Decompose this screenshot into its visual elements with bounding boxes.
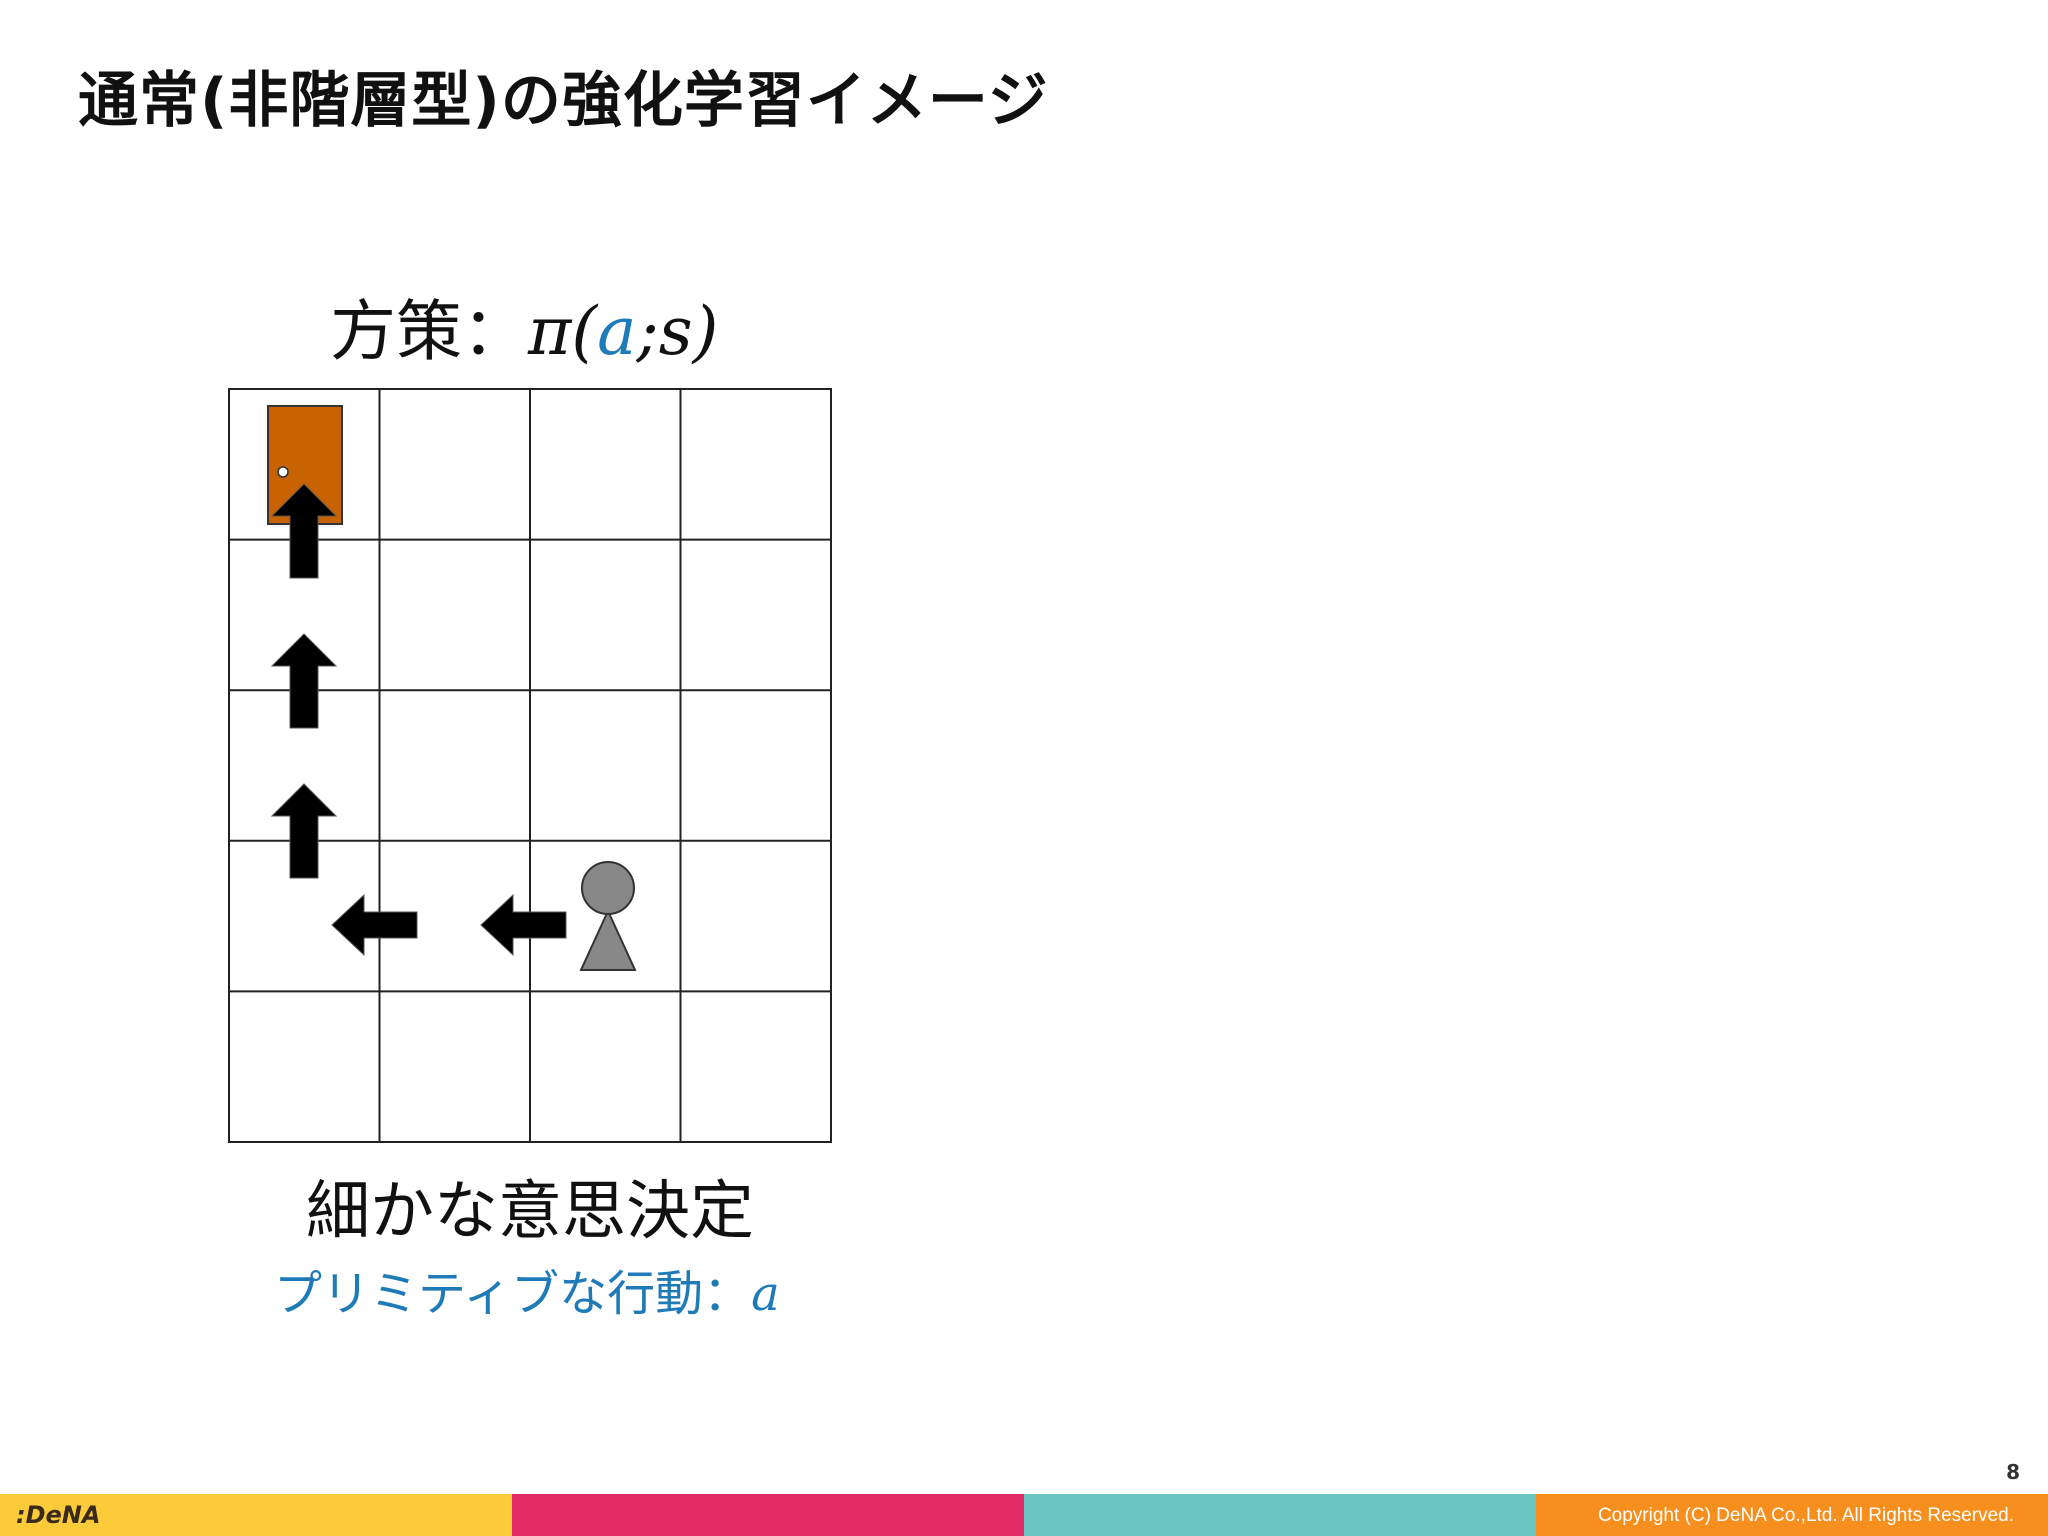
arrow-left-icon [480, 893, 567, 957]
footer-bar: :DeNA Copyright (C) DeNA Co.,Ltd. All Ri… [0, 1494, 2048, 1536]
policy-prefix: 方策： [330, 293, 528, 370]
footer-segment-orange: Copyright (C) DeNA Co.,Ltd. All Rights R… [1536, 1494, 2048, 1536]
policy-state-var: s [658, 293, 693, 370]
footer-segment-pink [512, 1494, 1024, 1536]
policy-action-var: a [597, 293, 637, 370]
policy-close: ) [692, 293, 719, 370]
caption-primitive-action: プリミティブな行動：a [274, 1254, 780, 1324]
arrow-up-icon [270, 483, 338, 579]
dena-logo: :DeNA [16, 1501, 101, 1529]
policy-separator: ; [636, 293, 659, 370]
caption-sub-var: a [751, 1266, 780, 1322]
arrow-up-icon [270, 783, 338, 879]
footer-segment-teal [1024, 1494, 1536, 1536]
policy-pi: π( [528, 293, 598, 370]
slide-title: 通常(非階層型)の強化学習イメージ [78, 66, 1049, 136]
caption-sub-text: プリミティブな行動： [274, 1266, 752, 1322]
agent-icon [579, 861, 637, 971]
arrow-left-icon [331, 893, 418, 957]
page-number: 8 [2006, 1460, 2020, 1484]
policy-label: 方策：π(a;s) [330, 278, 718, 374]
caption-decision: 細かな意思決定 [306, 1175, 754, 1249]
copyright-text: Copyright (C) DeNA Co.,Ltd. All Rights R… [1597, 1505, 2014, 1526]
arrow-up-icon [270, 633, 338, 729]
footer-segment-yellow: :DeNA [0, 1494, 512, 1536]
gridworld-figure [228, 388, 832, 1143]
